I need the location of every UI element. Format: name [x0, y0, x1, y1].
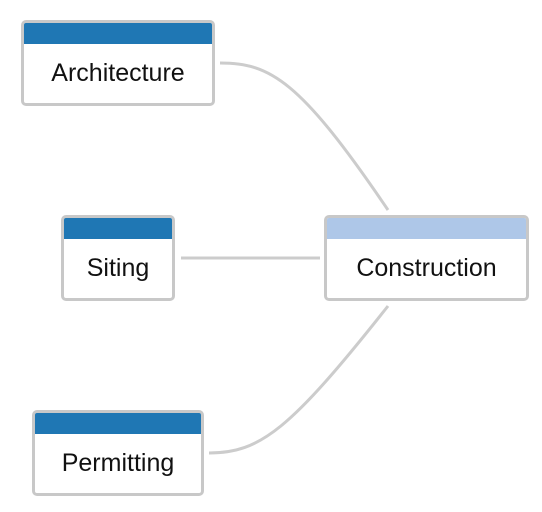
link-architecture-construction — [219, 61, 390, 211]
node-siting[interactable]: Siting — [61, 215, 175, 301]
node-label: Construction — [356, 254, 497, 282]
node-label: Architecture — [51, 59, 185, 87]
node-construction[interactable]: Construction — [324, 215, 529, 301]
node-header-bar — [35, 413, 201, 434]
node-architecture[interactable]: Architecture — [21, 20, 215, 106]
node-header-bar — [327, 218, 526, 239]
node-label: Siting — [86, 254, 150, 282]
node-header-bar — [64, 218, 172, 239]
node-permitting[interactable]: Permitting — [32, 410, 204, 496]
node-header-bar — [24, 23, 212, 44]
link-permitting-construction — [208, 305, 390, 455]
node-label: Permitting — [61, 449, 175, 477]
